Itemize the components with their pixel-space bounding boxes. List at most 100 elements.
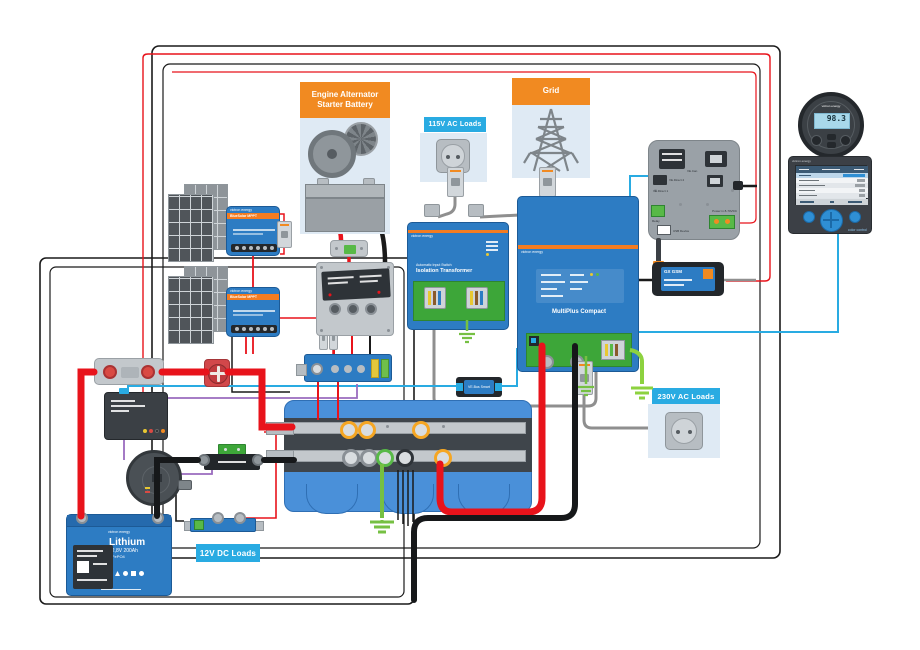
stud — [342, 449, 360, 467]
battery-terminal-neg — [152, 512, 164, 524]
dc-terminal-pos — [540, 355, 554, 369]
ground-icon — [459, 332, 475, 344]
text-bar — [233, 310, 275, 312]
isolator-terminal — [365, 303, 377, 315]
venus-gx: VE.Can VE.Direct 2 VE.Direct 1 Relay Pow… — [648, 140, 743, 240]
ground-icon — [631, 386, 653, 400]
transformer-name: Isolation Transformer — [416, 268, 473, 274]
power-in-terminal — [709, 215, 735, 229]
starter-battery — [305, 178, 385, 232]
positive-busbar — [290, 422, 526, 434]
victron-logo: victron energy — [792, 159, 811, 163]
stud — [396, 449, 414, 467]
grid-label: Grid — [542, 86, 560, 96]
transformer-subtitle: Automatic Input Switch — [416, 263, 452, 267]
solar-array-2 — [168, 266, 232, 348]
ac230-label: 230V AC Loads — [652, 388, 720, 404]
battery-safety-icons — [115, 571, 144, 576]
busbar-stud — [234, 512, 246, 524]
mppt-model-label: BlueSolar MPPT — [227, 213, 279, 219]
power-in-label: Power in 8-70VDC — [712, 209, 737, 213]
fuse-stud — [340, 421, 358, 439]
fuse-stud — [358, 421, 376, 439]
cable-clamp — [468, 204, 484, 217]
ccgx-button-right — [849, 211, 861, 223]
text-bar — [233, 314, 263, 316]
lynx-lug-negative — [266, 450, 294, 463]
ve-bus-port — [456, 383, 463, 391]
dc-loads-busbar — [184, 512, 264, 538]
midi-fuse — [330, 240, 368, 257]
ac115-label: 115V AC Loads — [424, 117, 486, 132]
battery-terminal-pos — [76, 512, 88, 524]
ac115-breaker — [447, 167, 464, 197]
multiplus-name: MultiPlus Compact — [551, 309, 606, 315]
battery-spec: 12,8V 200Ah — [109, 548, 138, 554]
color-control-gx: victron energy — [788, 156, 872, 234]
power-tower-icon — [523, 108, 579, 172]
text-bar — [233, 229, 275, 231]
lynx-lug-positive — [266, 422, 294, 435]
mppt-charge-controller-1: victron energy BlueSolar MPPT — [226, 206, 280, 256]
dongle-label: VE.Bus Smart — [464, 380, 494, 394]
usb-port — [707, 175, 723, 187]
terminal-board — [413, 281, 505, 321]
battery-shunt — [198, 444, 266, 476]
battery-chem: LiFePO4 — [109, 554, 125, 559]
usb-plug — [733, 181, 743, 190]
dc-busbar — [296, 354, 392, 382]
tank-inputs-connector — [659, 149, 685, 169]
fuse-stud — [434, 449, 452, 467]
battery-switch — [204, 359, 230, 387]
ve-can-label: VE.Can — [687, 169, 698, 173]
mega-fuse-yellow — [371, 359, 379, 378]
ve-bus-bms — [104, 388, 168, 440]
victron-logo: victron energy — [821, 104, 841, 108]
mppt-terminals — [231, 244, 277, 252]
lithium-battery: victron energy Lithium 12,8V 200Ah LiFeP… — [66, 512, 172, 596]
shunt-bolt — [252, 454, 264, 466]
gsm-name: GX GSM — [664, 269, 683, 274]
ac-socket-icon — [665, 412, 703, 450]
victron-logo: victron energy — [108, 530, 130, 534]
pv-breaker-1 — [277, 221, 292, 248]
grid-zone — [512, 105, 590, 178]
victron-logo: victron energy — [411, 234, 433, 238]
ccgx-label: color control — [847, 228, 867, 232]
bmv-connector — [178, 480, 192, 490]
gsm-antenna-icon — [656, 238, 661, 264]
fuse-stud — [412, 421, 430, 439]
battery-product-label — [73, 545, 113, 589]
busbar-stud — [212, 512, 224, 524]
isolator-terminal — [347, 303, 359, 315]
mppt-model-label: BlueSolar MPPT — [227, 294, 279, 300]
ve-bus-port — [119, 388, 129, 394]
ve-direct2-label: VE.Direct 2 — [669, 178, 685, 182]
engine-alternator-header: Engine Alternator Starter Battery — [300, 82, 390, 118]
isolation-transformer: victron energy Automatic Input Switch Is… — [407, 222, 509, 330]
mega-fuse-holder — [94, 358, 164, 385]
solar-panel-icon — [168, 276, 214, 344]
text-bar — [233, 233, 263, 235]
mppt-terminals — [231, 325, 277, 333]
ac230-zone — [648, 404, 720, 458]
victron-logo: victron energy — [230, 208, 252, 212]
argofet-label — [321, 268, 391, 301]
alternator-icon — [308, 130, 356, 178]
ccgx-button-left — [803, 211, 815, 223]
ethernet-port — [705, 151, 727, 167]
led-panel — [536, 269, 624, 303]
ve-direct1-label: VE.Direct 1 — [653, 189, 669, 193]
usb-device-label: USB Device — [673, 229, 690, 233]
ve-bus-smart-dongle: VE.Bus Smart — [456, 377, 502, 397]
led-cluster — [486, 241, 500, 257]
gx-gsm: GX GSM — [652, 262, 724, 296]
bmv-button-down — [827, 142, 836, 148]
relay-terminal — [651, 205, 665, 217]
relay-label: Relay — [652, 219, 660, 223]
victron-logo: victron energy — [230, 289, 252, 293]
engine-header-line1: Engine Alternator — [311, 89, 379, 99]
bmv-button-select — [840, 135, 851, 146]
grid-header: Grid — [512, 78, 590, 105]
bmv-button-setup — [811, 135, 822, 146]
